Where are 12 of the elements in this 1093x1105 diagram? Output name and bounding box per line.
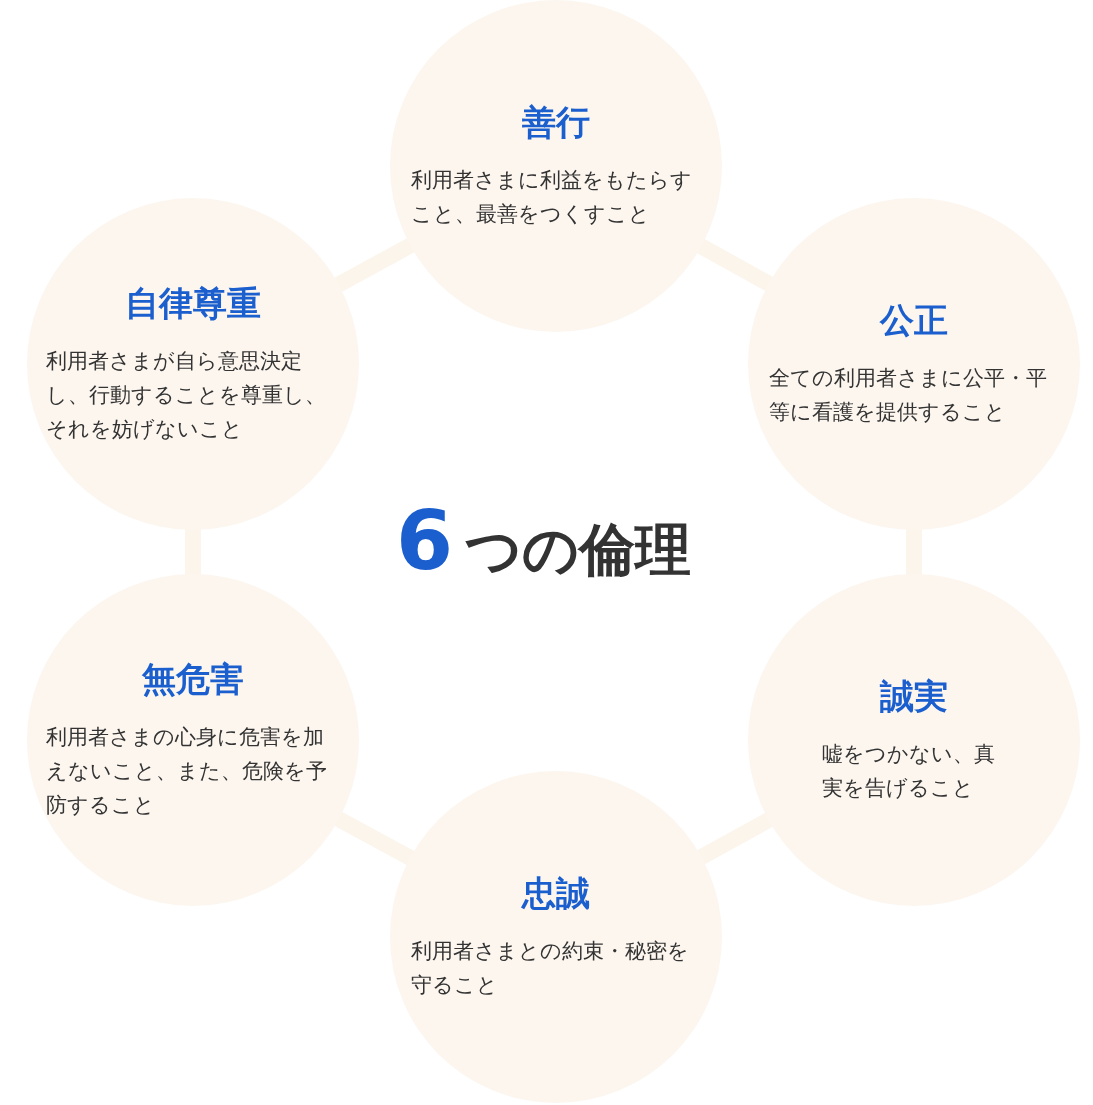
principle-heading: 善行 bbox=[522, 100, 590, 144]
principle-description: 利用者さまの心身に危害を加えないこと、また、危険を予防すること bbox=[45, 724, 328, 820]
principle-description: 利用者さまとの約束・秘密を守ること bbox=[411, 938, 690, 1000]
principle-heading: 公正 bbox=[880, 298, 948, 342]
principle-heading: 自律尊重 bbox=[125, 281, 261, 325]
principle-heading: 誠実 bbox=[880, 674, 948, 718]
principle-description: 嘘をつかない、真実を告げること bbox=[821, 741, 996, 803]
principle-heading: 忠誠 bbox=[522, 871, 590, 915]
principle-heading: 無危害 bbox=[142, 657, 244, 701]
principle-description: 利用者さまに利益をもたらすこと、最善をつくすこと bbox=[411, 167, 693, 229]
principle-description: 全ての利用者さまに公平・平等に看護を提供すること bbox=[769, 365, 1048, 427]
principle-description: 利用者さまが自ら意思決定し、行動することを尊重し、それを妨げないこと bbox=[45, 348, 327, 444]
